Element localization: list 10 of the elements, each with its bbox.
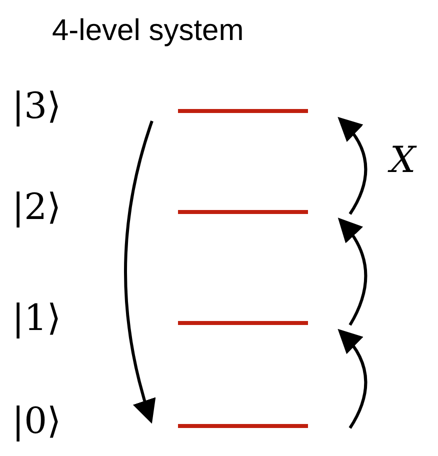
edge-label: X	[390, 140, 416, 180]
transition-arrow	[338, 217, 368, 326]
transition-arrow	[338, 116, 368, 215]
state-label: |2⟩	[12, 188, 62, 228]
diagram-title: 4-level system	[52, 14, 244, 48]
state-label: |3⟩	[12, 87, 62, 127]
state-label: |0⟩	[12, 402, 62, 442]
transition-arrow	[338, 328, 368, 429]
transition-arrow	[124, 120, 156, 424]
state-label: |1⟩	[12, 299, 62, 339]
